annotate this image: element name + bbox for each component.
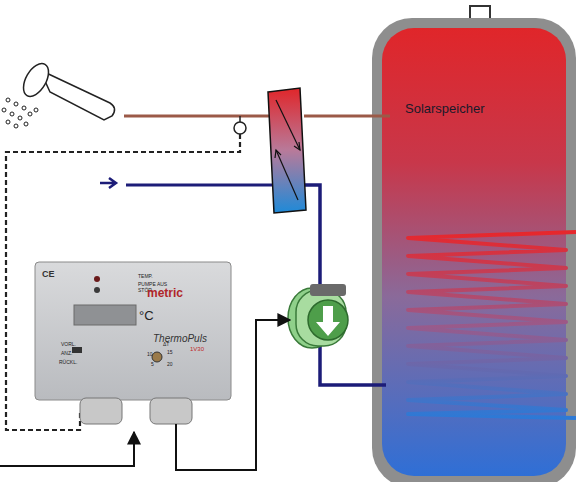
cold-water-pipe [126, 184, 272, 187]
sensor-stem [239, 116, 241, 122]
tank-fitting [470, 6, 490, 18]
heat-coil [408, 232, 576, 418]
tank-label: Solarspeicher [405, 102, 485, 115]
controller-label: 20 [167, 362, 173, 367]
power-wire [0, 432, 134, 466]
controller-label: °C [139, 309, 154, 322]
controller-housing [35, 262, 231, 424]
controller-label: 1V30 [190, 346, 204, 352]
tank-shell [372, 18, 576, 482]
controller-label: 10 [147, 352, 153, 357]
circulation-pump [288, 284, 348, 348]
controller-label: RÜCKL. [59, 360, 77, 365]
sensor-wire [6, 134, 240, 430]
heat-exchanger [268, 88, 306, 213]
controller-box: CETEMP.PUMPE AUSSTÖR.metric°CThermoPuls1… [35, 262, 231, 400]
controller-label: VORL. [61, 342, 76, 347]
controller-label: metric [147, 287, 183, 299]
hot-water-pipe [124, 115, 270, 118]
inlet-arrow [100, 178, 116, 188]
controller-label: ANZ. [61, 351, 72, 356]
controller-label: 5 [151, 362, 154, 367]
return-pipe [304, 185, 386, 385]
controller-label: TEMP. [138, 274, 153, 279]
controller-label: CE [42, 270, 55, 279]
storage-tank: Solarspeicher [383, 28, 565, 474]
hot-water-pipe [304, 115, 390, 118]
temperature-sensor [234, 122, 246, 134]
controller-label: ΔT [163, 342, 169, 347]
controller-label: 15 [167, 350, 173, 355]
controller-label: ThermoPuls [153, 334, 207, 344]
shower-head [2, 59, 115, 128]
